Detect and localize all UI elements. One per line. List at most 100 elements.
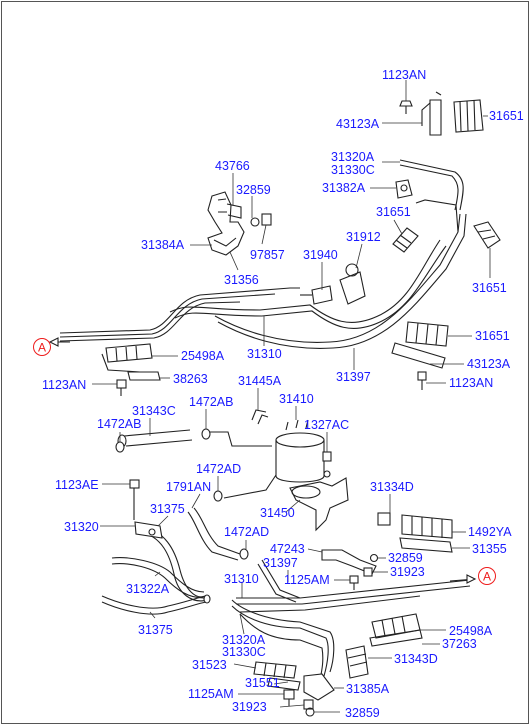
label-31355: 31355 bbox=[472, 542, 507, 556]
label-31343d: 31343D bbox=[394, 652, 438, 666]
label-31912: 31912 bbox=[346, 230, 381, 244]
label-1125am-mid: 1125AM bbox=[284, 573, 330, 587]
ref-arrow-a-right bbox=[449, 574, 477, 584]
ref-marker-a-left-text: A bbox=[38, 341, 46, 355]
bracket-43123a-lower bbox=[391, 342, 446, 369]
label-1791an: 1791AN bbox=[166, 480, 211, 494]
bolt-1123an-top bbox=[399, 100, 413, 114]
bolt-1125am-low bbox=[283, 689, 295, 706]
label-1123ae: 1123AE bbox=[55, 478, 99, 492]
label-31651-top: 31651 bbox=[489, 109, 524, 123]
clamp-31651-right bbox=[473, 221, 501, 249]
label-43123a-lower: 43123A bbox=[467, 357, 511, 371]
label-1123an-left: 1123AN bbox=[42, 378, 86, 392]
bolt-1125am-mid bbox=[349, 575, 359, 590]
label-37263: 37263 bbox=[442, 637, 477, 651]
label-31384a: 31384A bbox=[141, 238, 185, 252]
label-32859-top: 32859 bbox=[236, 183, 271, 197]
part-labels: 1123AN 43123A 31651 43766 32859 97857 31… bbox=[42, 68, 524, 720]
label-31445a: 31445A bbox=[238, 374, 282, 388]
clamp-31385a bbox=[303, 673, 335, 701]
label-31320-left: 31320 bbox=[64, 520, 99, 534]
label-31310-low: 31310 bbox=[224, 572, 259, 586]
bolt-1123ae bbox=[129, 479, 140, 520]
clamp-43766 bbox=[226, 203, 242, 219]
clamp-25498a-left bbox=[101, 343, 153, 373]
nut-31923-low bbox=[303, 699, 314, 710]
label-31356: 31356 bbox=[224, 273, 259, 287]
hose-clamp-1472ad-mid bbox=[239, 548, 249, 560]
nut-97857 bbox=[261, 213, 272, 226]
label-31923-mid: 31923 bbox=[390, 565, 425, 579]
bracket-31384a bbox=[207, 191, 245, 256]
canister-31410 bbox=[275, 419, 325, 483]
bracket-38263 bbox=[127, 371, 161, 381]
label-1327ac: 1327AC bbox=[304, 418, 349, 432]
bracket-43123a-top bbox=[421, 91, 442, 136]
ref-marker-a-right-text: A bbox=[483, 570, 491, 584]
grommet-32859-mid bbox=[369, 553, 379, 563]
bracket-31355 bbox=[399, 537, 453, 553]
fuel-line-bundle-lower bbox=[231, 559, 471, 681]
hose-to-canister bbox=[210, 431, 277, 499]
hose-31322a bbox=[111, 557, 205, 599]
valve-31912 bbox=[339, 263, 366, 305]
label-31940: 31940 bbox=[303, 248, 338, 262]
label-1125am-low: 1125AM bbox=[188, 687, 234, 701]
label-31382a: 31382A bbox=[322, 181, 366, 195]
label-31343c: 31343C bbox=[132, 404, 176, 418]
bracket-31551 bbox=[267, 677, 301, 691]
label-32859-low: 32859 bbox=[345, 706, 380, 720]
label-31397-mid: 31397 bbox=[336, 370, 371, 384]
label-31320a-top: 31320A bbox=[331, 150, 375, 164]
label-1472ad-mid: 1472AD bbox=[224, 525, 269, 539]
clamp-31651-top bbox=[453, 99, 484, 133]
label-43766: 43766 bbox=[215, 159, 250, 173]
ref-marker-a-right: A bbox=[478, 567, 496, 585]
hose-clamp-1472ab bbox=[115, 428, 211, 453]
clamp-31523 bbox=[253, 661, 297, 679]
label-31320a-low: 31320A bbox=[222, 633, 266, 647]
clamp-31651-mid bbox=[392, 227, 419, 253]
hose-1791an bbox=[187, 507, 241, 561]
label-31322a: 31322A bbox=[126, 582, 170, 596]
ref-arrow-a-left bbox=[48, 337, 70, 347]
clamp-31651-lower bbox=[405, 321, 449, 347]
fuel-line-31397-upper bbox=[214, 159, 467, 349]
label-31375-low: 31375 bbox=[138, 623, 173, 637]
fuel-line-31310-upper bbox=[59, 239, 447, 342]
hose-clamp-1472ad-top bbox=[213, 490, 223, 502]
label-31410: 31410 bbox=[279, 392, 314, 406]
clamp-31382a bbox=[395, 179, 413, 199]
label-31651-mid: 31651 bbox=[376, 205, 411, 219]
leader-lines bbox=[92, 80, 491, 713]
label-25498a-right: 25498A bbox=[449, 624, 493, 638]
label-31651-right: 31651 bbox=[472, 281, 507, 295]
label-47243: 47243 bbox=[270, 542, 305, 556]
bracket-31450 bbox=[289, 477, 349, 532]
hose-31375-lower bbox=[101, 594, 211, 615]
pipe-31343c bbox=[117, 429, 193, 448]
label-1472ab-right: 1472AB bbox=[189, 395, 233, 409]
label-31310-top: 31310 bbox=[247, 347, 282, 361]
bracket-37263 bbox=[369, 629, 423, 647]
hose-31445a bbox=[251, 409, 269, 425]
clip-31320 bbox=[134, 521, 163, 539]
label-1492ya: 1492YA bbox=[468, 525, 512, 539]
label-38263: 38263 bbox=[173, 372, 208, 386]
label-31450: 31450 bbox=[260, 506, 295, 520]
label-1123an-top: 1123AN bbox=[382, 68, 426, 82]
label-97857: 97857 bbox=[250, 248, 285, 262]
label-43123a-top: 43123A bbox=[336, 117, 380, 131]
label-25498a-left: 25498A bbox=[181, 349, 225, 363]
clamp-31343d bbox=[345, 645, 369, 679]
bolt-1123an-left bbox=[116, 379, 127, 396]
clamp-25498a-right bbox=[371, 613, 421, 639]
label-31334d: 31334D bbox=[370, 480, 414, 494]
label-31651-lower: 31651 bbox=[475, 329, 510, 343]
ref-marker-a-left: A bbox=[33, 338, 51, 356]
label-31330c-top: 31330C bbox=[331, 163, 375, 177]
grommet-32859-top bbox=[250, 217, 260, 227]
label-31397-low: 31397 bbox=[263, 556, 298, 570]
